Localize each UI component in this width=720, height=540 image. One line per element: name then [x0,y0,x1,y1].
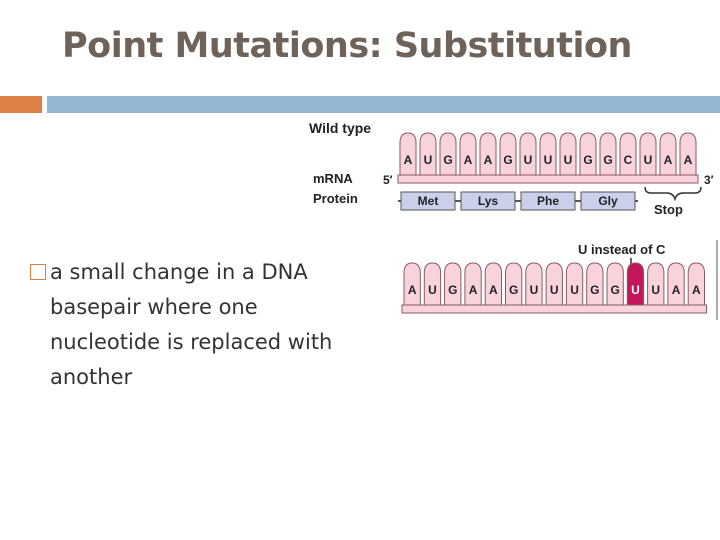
mutant-base-label-9: G [590,283,599,297]
amino-acid-label-2: Phe [537,194,559,208]
mutant-base-label-5: G [509,283,518,297]
accent-bar-blue [47,96,720,113]
mutant-base-label-4: A [489,283,498,297]
amino-acid-label-0: Met [418,194,439,208]
mutant-base-label-10: G [610,283,619,297]
mutant-base-label-0: A [408,283,417,297]
wild-type-base-label-8: U [564,153,573,167]
wild-type-base-9 [579,132,597,176]
stop-label: Stop [654,202,683,217]
wild-type-base-13 [659,132,677,176]
wild-type-base-1 [419,132,437,176]
wild-type-backbone [397,174,699,184]
wild-type-label: Wild type [309,120,371,136]
mutant-base-3 [464,262,482,306]
wild-type-base-label-7: U [544,153,553,167]
wild-type-base-3 [459,132,477,176]
mutant-base-label-1: U [428,283,437,297]
wild-type-base-2 [439,132,457,176]
mutant-base-label-11: U [631,283,640,297]
wild-type-base-12 [639,132,657,176]
wild-type-base-label-12: U [644,153,653,167]
mutant-base-5 [505,262,523,306]
mutant-base-4 [484,262,502,306]
mutant-base-label-13: A [672,283,681,297]
mutant-base-2 [444,262,462,306]
mutant-base-label-12: U [651,283,660,297]
amino-acid-box-3 [580,191,636,211]
accent-bar-orange [0,96,42,113]
stop-bracket [644,186,702,202]
mutant-base-10 [606,262,624,306]
mutant-base-13 [667,262,685,306]
bullet-square-icon [30,264,46,280]
mutant-base-label-14: A [692,283,701,297]
mutant-base-12 [647,262,665,306]
wild-type-base-label-6: U [524,153,533,167]
wild-type-base-label-14: A [684,153,693,167]
wild-type-base-label-0: A [404,153,413,167]
mutant-base-label-6: U [530,283,539,297]
mutant-base-14 [687,262,705,306]
wild-type-base-label-1: U [424,153,433,167]
amino-acid-label-1: Lys [478,194,499,208]
wild-type-base-label-13: A [664,153,673,167]
mutant-base-8 [565,262,584,306]
amino-acid-box-1 [460,191,516,211]
wild-type-base-7 [539,132,557,176]
five-prime-label: 5′ [383,173,393,187]
mutant-base-label-3: A [469,283,478,297]
mutant-base-label-2: G [448,283,457,297]
wild-type-base-14 [679,132,697,176]
wild-type-base-5 [499,132,517,176]
wild-type-base-10 [599,132,617,176]
figure-edge [716,240,718,320]
amino-acid-box-2 [520,191,576,211]
wild-type-base-label-11: C [624,153,633,167]
wild-type-base-label-9: G [583,153,592,167]
mutant-base-6 [525,262,543,306]
wild-type-base-label-10: G [603,153,612,167]
mutant-base-9 [586,262,604,306]
wild-type-base-11 [619,132,637,176]
bullet-list: a small change in a DNA basepair where o… [30,255,360,395]
wild-type-base-0 [399,132,417,176]
wild-type-base-8 [559,132,577,176]
mutant-base-0 [403,262,421,306]
mutation-label: U instead of C [578,242,666,257]
wild-type-base-label-3: A [464,153,473,167]
protein-chain: Met Lys Phe Gly [398,191,638,211]
mutant-base-11 [626,262,645,306]
amino-acid-label-3: Gly [598,194,618,208]
mrna-label: mRNA [313,171,353,186]
wild-type-base-label-2: G [443,153,452,167]
mutant-backbone [401,304,707,314]
amino-acid-box-0 [400,191,456,211]
wild-type-base-label-4: A [484,153,493,167]
wild-type-base-6 [519,132,537,176]
bullet-item: a small change in a DNA basepair where o… [30,255,360,395]
three-prime-label: 3′ [704,173,714,187]
mutant-base-1 [423,262,442,306]
mutant-base-label-8: U [570,283,579,297]
slide-title: Point Mutations: Substitution [62,26,632,66]
mutant-base-label-7: U [550,283,559,297]
bullet-text: a small change in a DNA basepair where o… [50,260,333,389]
wild-type-base-label-5: G [503,153,512,167]
wild-type-base-4 [479,132,497,176]
protein-label: Protein [313,191,358,206]
mutant-base-7 [545,262,563,306]
